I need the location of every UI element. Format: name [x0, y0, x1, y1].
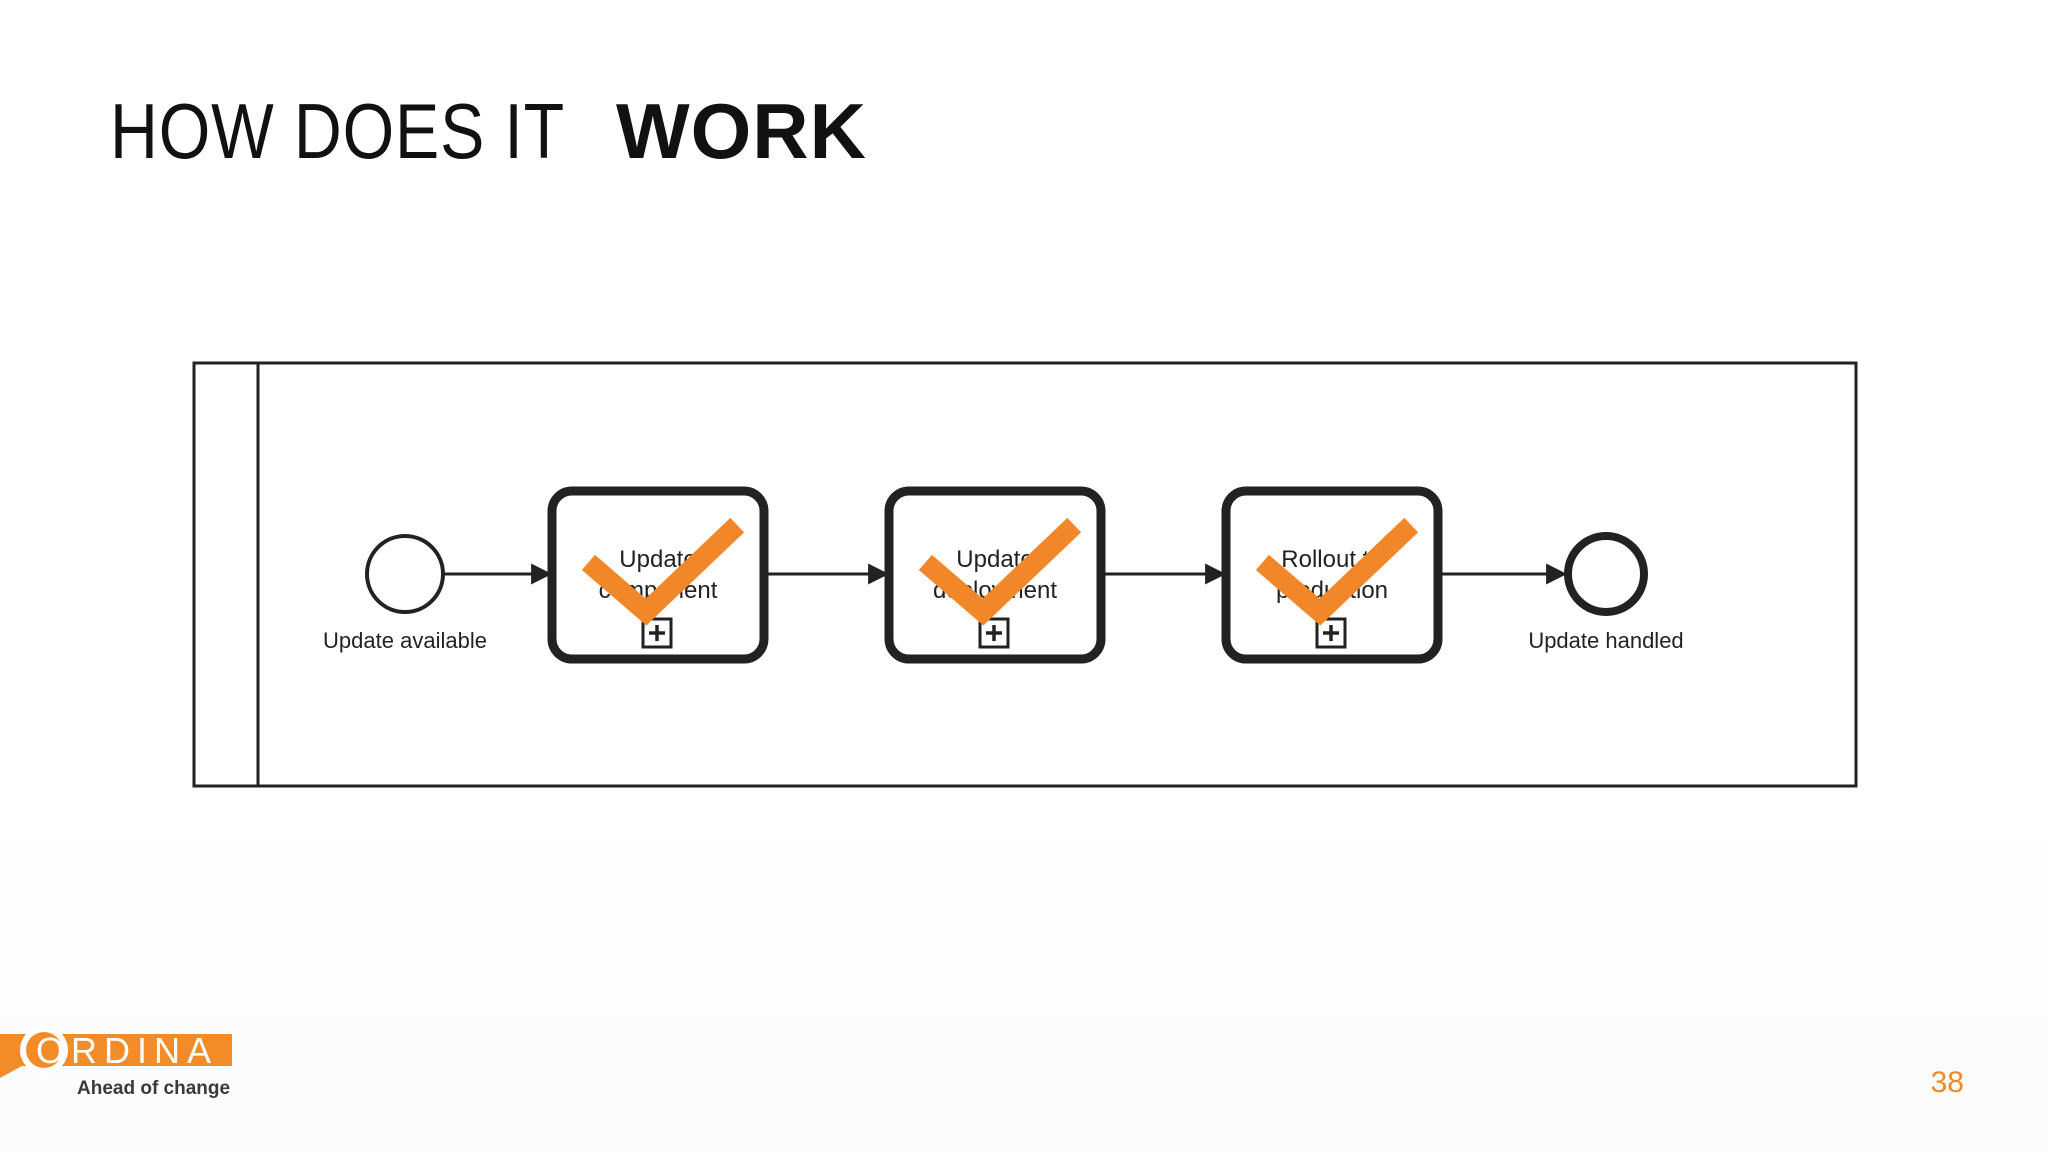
end-event-label: Update handled [1528, 628, 1683, 653]
ordina-logo: ORDINA Ahead of change [0, 1026, 232, 1099]
checkmark-icon [1255, 517, 1419, 626]
task-box [1221, 486, 1443, 664]
task-update-deployment[interactable]: Update deployment [884, 486, 1106, 664]
start-event-label: Update available [323, 628, 487, 653]
checkmark-icon [581, 517, 745, 626]
task-rollout-to-production[interactable]: Rollout to production [1221, 486, 1443, 664]
logo-tagline: Ahead of change [77, 1078, 230, 1099]
task-box [547, 486, 769, 664]
page-number: 38 [1930, 1066, 1964, 1099]
task-box [884, 486, 1106, 664]
slide-title-bold: WORK [616, 87, 867, 175]
slide-title-light: HOW DOES IT [110, 87, 566, 175]
checkmark-icon [918, 517, 1082, 626]
end-event[interactable] [1564, 532, 1648, 616]
logo-wordmark: ORDINA [36, 1030, 218, 1071]
task-update-component[interactable]: Update component [547, 486, 769, 664]
start-event[interactable] [365, 534, 445, 614]
slide-title: HOW DOES IT WORK [110, 92, 867, 170]
pool [192, 361, 1858, 788]
